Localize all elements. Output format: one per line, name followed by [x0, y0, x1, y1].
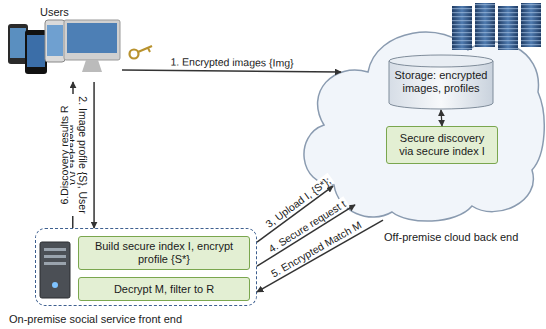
box-text: Storage: encrypted images, profiles: [392, 69, 490, 95]
connector-arrow: [441, 110, 442, 126]
monitor-stand: [82, 60, 102, 72]
phone-icon: [8, 24, 28, 64]
phone-icon: [45, 20, 65, 62]
key-icon: [130, 46, 153, 59]
connector-arrow: [72, 82, 74, 228]
process-box: Decrypt M, filter to R: [78, 277, 250, 301]
process-box: Build secure index I, encrypt profile {S…: [78, 236, 250, 270]
connector-arrow: [257, 186, 333, 242]
box-text: Build secure index I, encrypt profile {S…: [84, 240, 244, 266]
rack: [521, 3, 541, 47]
user-group: Users: [4, 2, 122, 82]
group-label: Off-premise cloud back end: [384, 231, 518, 244]
connector-arrow: [257, 220, 383, 292]
rack: [475, 3, 495, 47]
cloud-region: Off-premise cloud back endStorage: encry…: [296, 20, 546, 225]
phone-screen: [27, 35, 45, 67]
edge-label: 1. Encrypted images {Img}: [168, 55, 295, 68]
connector-arrow: [93, 82, 95, 228]
box-text: Decrypt M, filter to R: [114, 283, 214, 296]
process-box: Secure discovery via secure index I: [386, 126, 498, 164]
rack: [452, 6, 472, 50]
box-text: Secure discovery via secure index I: [392, 132, 492, 158]
server-icon: [40, 242, 70, 298]
cloud-outline: [296, 20, 546, 225]
user-devices: [8, 20, 120, 74]
phone-screen: [47, 25, 63, 56]
edge-label: 6.Discovery results R: [58, 103, 70, 206]
phone-icon: [25, 30, 47, 74]
monitor-icon: [64, 20, 120, 60]
group-label: On-premise social service front end: [9, 313, 182, 326]
connector-arrow: [122, 70, 341, 72]
group-label: Users: [40, 6, 69, 19]
service-group: On-premise social service front endBuild…: [35, 228, 257, 306]
phone-screen: [10, 28, 26, 58]
connector-arrow: [257, 205, 355, 266]
monitor-screen: [67, 23, 117, 53]
storage-cylinder: Storage: encrypted images, profiles: [388, 54, 494, 110]
rack: [498, 6, 518, 50]
rack-group: [452, 3, 541, 50]
